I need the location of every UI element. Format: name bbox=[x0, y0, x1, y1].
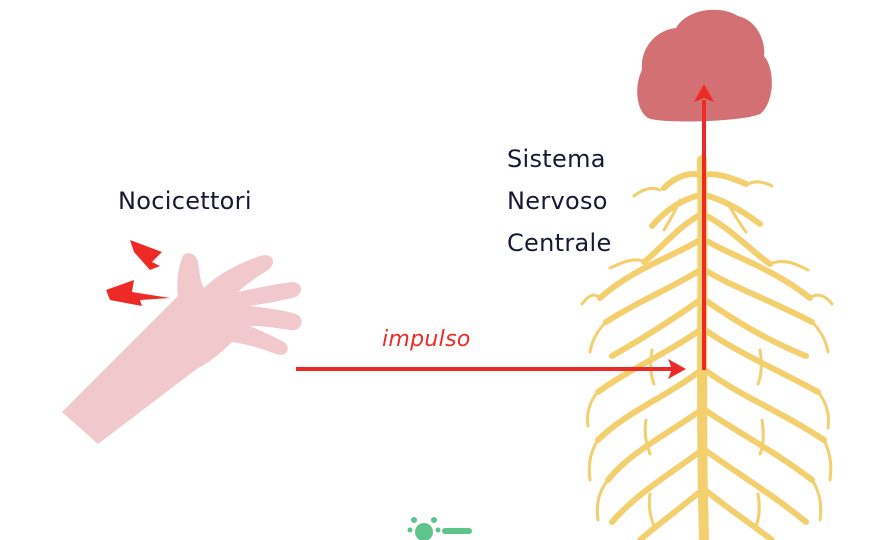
pain-bolt-icon bbox=[106, 240, 176, 306]
impulse-label: impulso bbox=[382, 327, 471, 352]
cns-label-line-1: Sistema bbox=[507, 145, 606, 173]
impulse-arrow bbox=[296, 359, 686, 379]
ascending-arrow bbox=[694, 84, 714, 370]
hand-icon bbox=[62, 253, 302, 444]
cns-label-line-3: Centrale bbox=[507, 229, 612, 257]
cns-label-line-2: Nervoso bbox=[507, 187, 608, 215]
nociceptors-label: Nocicettori bbox=[118, 187, 252, 215]
logo-icon bbox=[407, 517, 472, 540]
central-nervous-system-label: Sistema Nervoso Centrale bbox=[507, 138, 612, 264]
spinal-nerves-icon bbox=[580, 155, 834, 540]
brain-icon bbox=[637, 9, 772, 122]
